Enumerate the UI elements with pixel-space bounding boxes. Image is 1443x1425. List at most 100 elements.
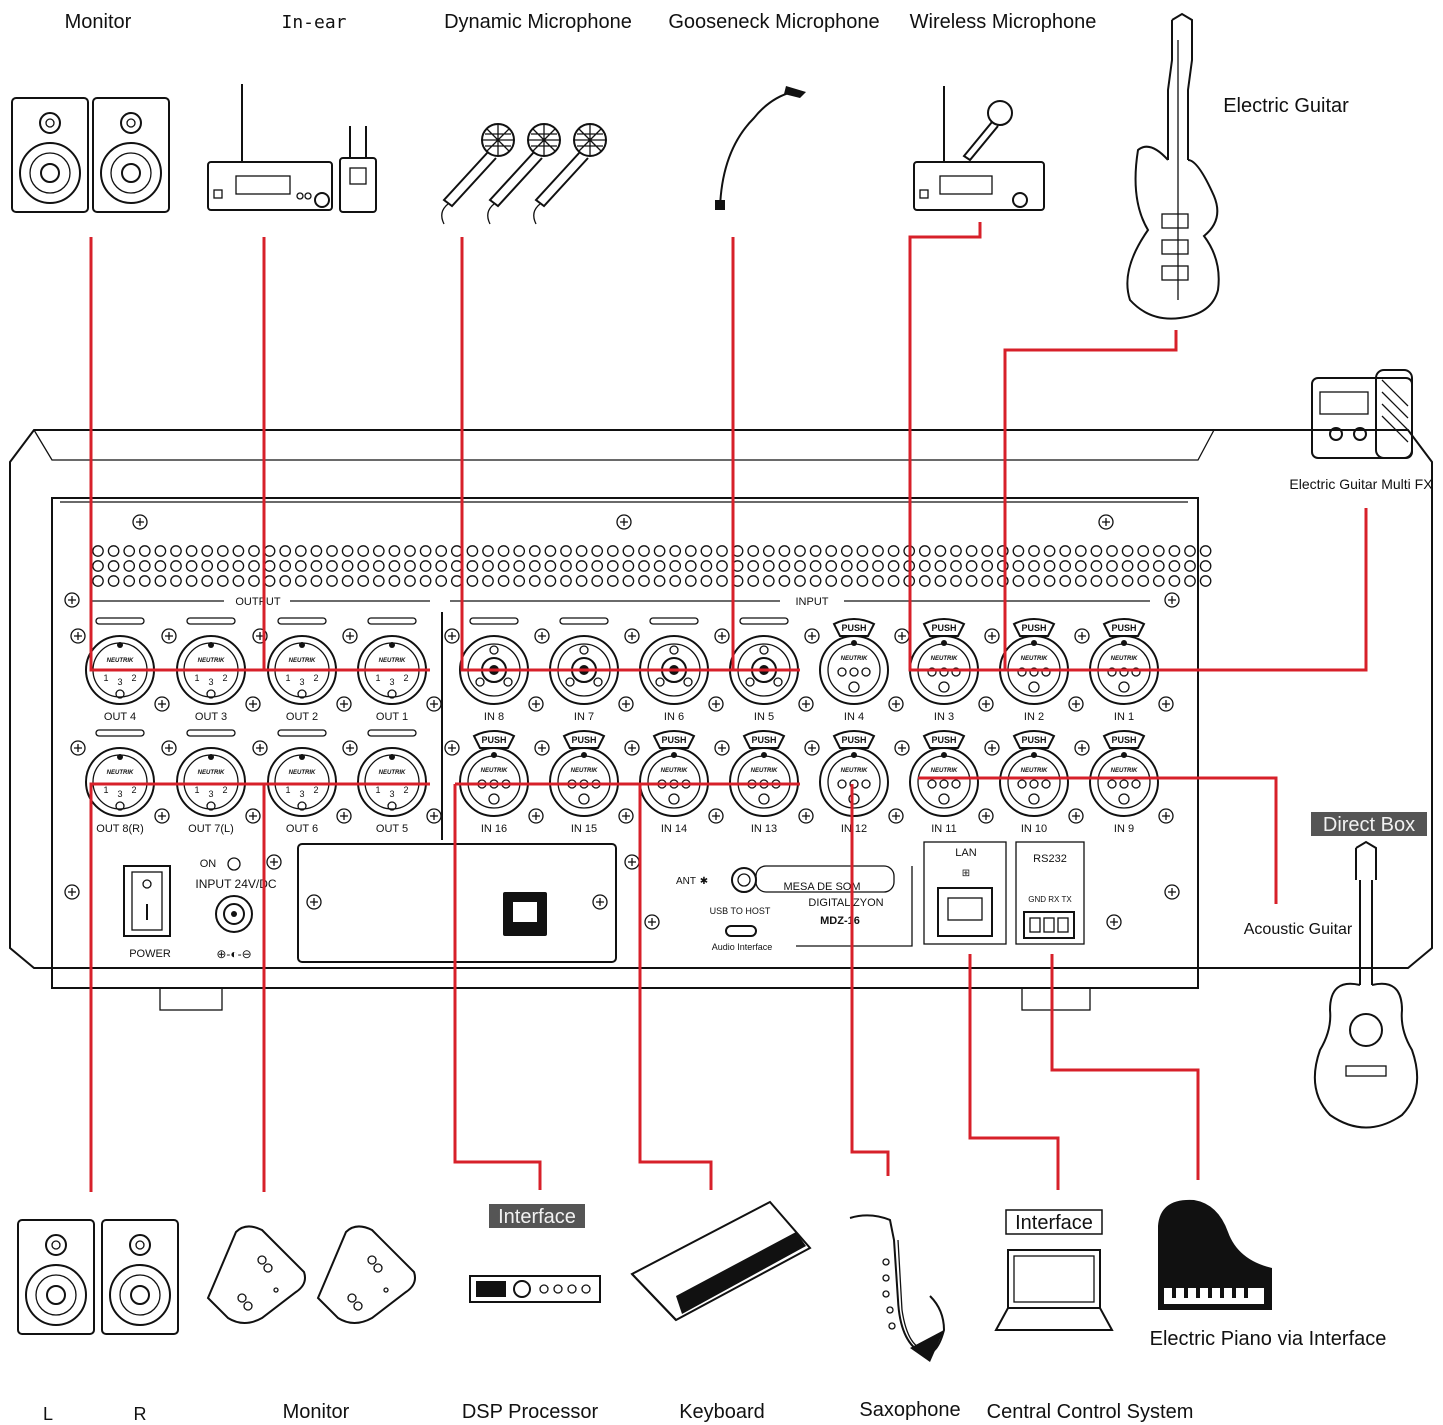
input-jack-bottom-1-label: IN 16 bbox=[481, 823, 507, 835]
input-jack-bottom-5[interactable]: PUSH IN 12 bbox=[805, 731, 903, 835]
input-jack-bottom-6-label: IN 11 bbox=[931, 823, 956, 835]
electric-piano-label: Electric Piano via Interface bbox=[1150, 1328, 1387, 1350]
dynamic-microphones-icon bbox=[442, 124, 606, 224]
push-tab-label: PUSH bbox=[1111, 623, 1136, 633]
push-tab-label: PUSH bbox=[1021, 623, 1046, 633]
saxophone-label: Saxophone bbox=[859, 1399, 960, 1421]
vent-grille bbox=[93, 546, 1211, 586]
push-tab-label: PUSH bbox=[1111, 735, 1136, 745]
input-jack-top-7-label: IN 2 bbox=[1024, 711, 1044, 723]
input-jack-bottom-8[interactable]: PUSH IN 9 bbox=[1075, 731, 1173, 835]
input-jack-bottom-8-label: IN 9 bbox=[1114, 823, 1134, 835]
push-tab-label: PUSH bbox=[571, 735, 596, 745]
input-jack-top-3-label: IN 6 bbox=[664, 711, 684, 723]
output-jack-bottom-1-label: OUT 8(R) bbox=[96, 823, 143, 835]
dsp-interface-label: Interface bbox=[498, 1206, 576, 1228]
left-channel-label: L bbox=[43, 1404, 53, 1424]
dsp-label: DSP Processor bbox=[462, 1401, 599, 1423]
dc-input-jack[interactable] bbox=[216, 896, 252, 932]
guitar-multi-fx-icon bbox=[1312, 370, 1412, 458]
acoustic-guitar-icon bbox=[1315, 842, 1417, 1128]
output-jack-top-4-label: OUT 1 bbox=[376, 711, 408, 723]
electric-guitar-icon bbox=[1127, 14, 1218, 319]
output-jack-top-1-label: OUT 4 bbox=[104, 711, 136, 723]
keyboard-label: Keyboard bbox=[679, 1401, 765, 1423]
in-ear-system-icon bbox=[208, 84, 376, 212]
dynamic-mic-label: Dynamic Microphone bbox=[444, 11, 632, 33]
on-label: ON bbox=[200, 858, 217, 870]
input-jack-bottom-2-label: IN 15 bbox=[571, 823, 597, 835]
input-jack-top-2-label: IN 7 bbox=[574, 711, 594, 723]
floor-monitors-icon bbox=[208, 1226, 415, 1323]
power-switch[interactable] bbox=[124, 866, 170, 936]
input-jack-top-4-label: IN 5 bbox=[754, 711, 774, 723]
output-jack-bottom-3-label: OUT 6 bbox=[286, 823, 318, 835]
power-label: POWER bbox=[129, 948, 171, 960]
input-jack-bottom-5-label: IN 12 bbox=[841, 823, 867, 835]
ccs-interface-label: Interface bbox=[1015, 1212, 1093, 1234]
main-speakers-icon bbox=[18, 1220, 178, 1334]
output-jack-top-2-label: OUT 3 bbox=[195, 711, 227, 723]
rs232-label: RS232 bbox=[1033, 853, 1067, 865]
push-tab-label: PUSH bbox=[481, 735, 506, 745]
model-line2: DIGITAL ZYON bbox=[808, 897, 883, 909]
input-jack-top-8-label: IN 1 bbox=[1114, 711, 1134, 723]
push-tab-label: PUSH bbox=[1021, 735, 1046, 745]
push-tab-label: PUSH bbox=[931, 623, 956, 633]
monitor-speakers-icon bbox=[12, 98, 169, 212]
output-jack-bottom-2-label: OUT 7(L) bbox=[188, 823, 234, 835]
dsp-processor-icon bbox=[470, 1276, 600, 1302]
push-tab-label: PUSH bbox=[751, 735, 776, 745]
electric-guitar-label: Electric Guitar bbox=[1223, 95, 1349, 117]
model-name: MDZ-16 bbox=[820, 915, 860, 927]
push-tab-label: PUSH bbox=[841, 623, 866, 633]
grand-piano-icon bbox=[1158, 1200, 1272, 1310]
input-jack-bottom-6[interactable]: PUSH IN 11 bbox=[895, 731, 993, 835]
input-jack-top-6-label: IN 3 bbox=[934, 711, 954, 723]
power-led-icon bbox=[228, 858, 240, 870]
lan-label: LAN bbox=[955, 847, 976, 859]
input-jack-top-1-label: IN 8 bbox=[484, 711, 504, 723]
acoustic-guitar-label: Acoustic Guitar bbox=[1244, 921, 1353, 938]
rs232-pin-labels: GND RX TX bbox=[1028, 895, 1072, 904]
wireless-mic-label: Wireless Microphone bbox=[910, 11, 1097, 33]
gooseneck-microphone-icon bbox=[715, 86, 806, 210]
wireless-microphone-icon bbox=[914, 86, 1044, 210]
in-ear-label: In-ear bbox=[281, 12, 346, 33]
rs232-terminal[interactable] bbox=[1024, 912, 1074, 938]
input-section-label: INPUT bbox=[796, 596, 829, 608]
monitor-top-label: Monitor bbox=[65, 11, 132, 33]
usb-b-port[interactable] bbox=[503, 892, 547, 936]
laptop-icon bbox=[996, 1250, 1112, 1330]
bluetooth-icon: ✱ bbox=[700, 876, 708, 887]
right-channel-label: R bbox=[134, 1404, 147, 1424]
network-icon: ⊞ bbox=[962, 868, 970, 879]
input-jack-bottom-4-label: IN 13 bbox=[751, 823, 777, 835]
direct-box-label: Direct Box bbox=[1323, 814, 1415, 836]
lan-port[interactable] bbox=[938, 888, 992, 936]
usb-c-port[interactable] bbox=[726, 926, 756, 936]
saxophone-icon bbox=[850, 1215, 944, 1362]
push-tab-label: PUSH bbox=[931, 735, 956, 745]
output-section-label: OUTPUT bbox=[235, 596, 281, 608]
push-tab-label: PUSH bbox=[841, 735, 866, 745]
input-jack-top-5-label: IN 4 bbox=[844, 711, 864, 723]
expansion-card-slot bbox=[298, 844, 616, 962]
guitar-fx-label: Electric Guitar Multi FX bbox=[1289, 476, 1433, 492]
input-jack-bottom-7[interactable]: PUSH IN 10 bbox=[985, 731, 1083, 835]
signal-wires bbox=[91, 222, 1366, 1192]
central-control-label: Central Control System bbox=[987, 1401, 1194, 1423]
audio-interface-label: Audio Interface bbox=[712, 942, 773, 952]
monitor-bottom-label: Monitor bbox=[283, 1401, 350, 1423]
gooseneck-mic-label: Gooseneck Microphone bbox=[668, 11, 879, 33]
output-jack-bottom-4-label: OUT 5 bbox=[376, 823, 408, 835]
usb-host-label: USB TO HOST bbox=[710, 906, 771, 916]
model-line1: MESA DE SOM bbox=[783, 881, 860, 893]
dc-polarity-icon: ⊕-◐-⊖ bbox=[216, 947, 251, 961]
input-jack-bottom-7-label: IN 10 bbox=[1021, 823, 1047, 835]
keyboard-icon bbox=[632, 1202, 810, 1320]
ant-label: ANT bbox=[676, 876, 696, 887]
input-jack-top-5[interactable]: PUSH IN 4 bbox=[805, 619, 903, 723]
input-jack-bottom-3-label: IN 14 bbox=[661, 823, 687, 835]
